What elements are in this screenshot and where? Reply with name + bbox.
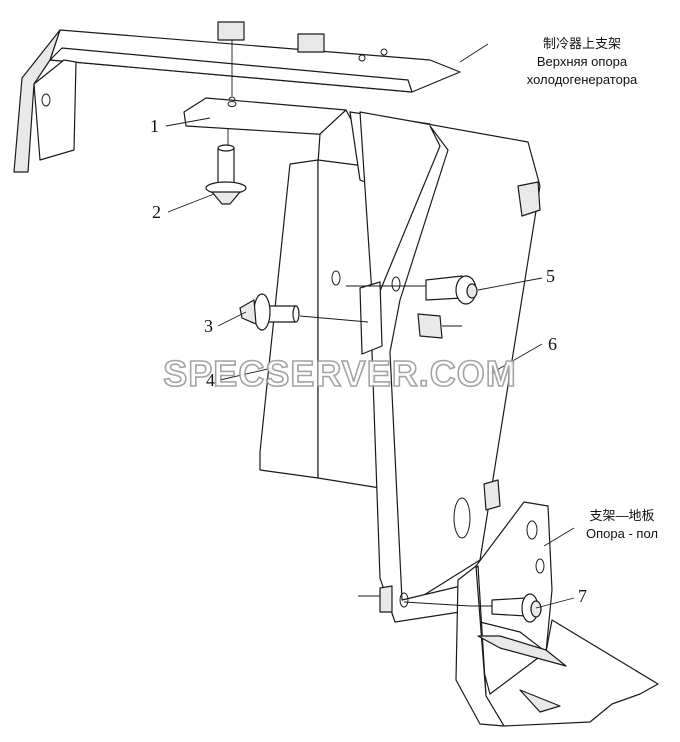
callout-3: 3 (204, 316, 213, 336)
part-5-bolt (346, 275, 478, 339)
part-3-pin (239, 293, 369, 331)
leader-lines (165, 43, 575, 609)
callout-7: 7 (578, 586, 587, 606)
floor-support-label-cn: 支架—地板 (589, 508, 654, 523)
part-6-main-plate (331, 111, 541, 623)
callout-1: 1 (150, 116, 159, 136)
top-support-label-ru-1: Верхняя опора (537, 54, 628, 69)
callout-4: 4 (206, 370, 215, 390)
callout-6: 6 (548, 334, 557, 354)
callout-2: 2 (152, 202, 161, 222)
part-2-pin (205, 128, 247, 205)
top-support-label-ru-2: холодогенератора (527, 72, 638, 87)
watermark-text: SPECSERVER.COM (163, 353, 516, 394)
callout-5: 5 (546, 266, 555, 286)
part-7-pin (470, 593, 542, 623)
top-support-label-cn: 制冷器上支架 (543, 36, 621, 51)
upper-support-bracket (13, 21, 461, 173)
floor-support-label-ru: Опора - пол (586, 526, 658, 541)
